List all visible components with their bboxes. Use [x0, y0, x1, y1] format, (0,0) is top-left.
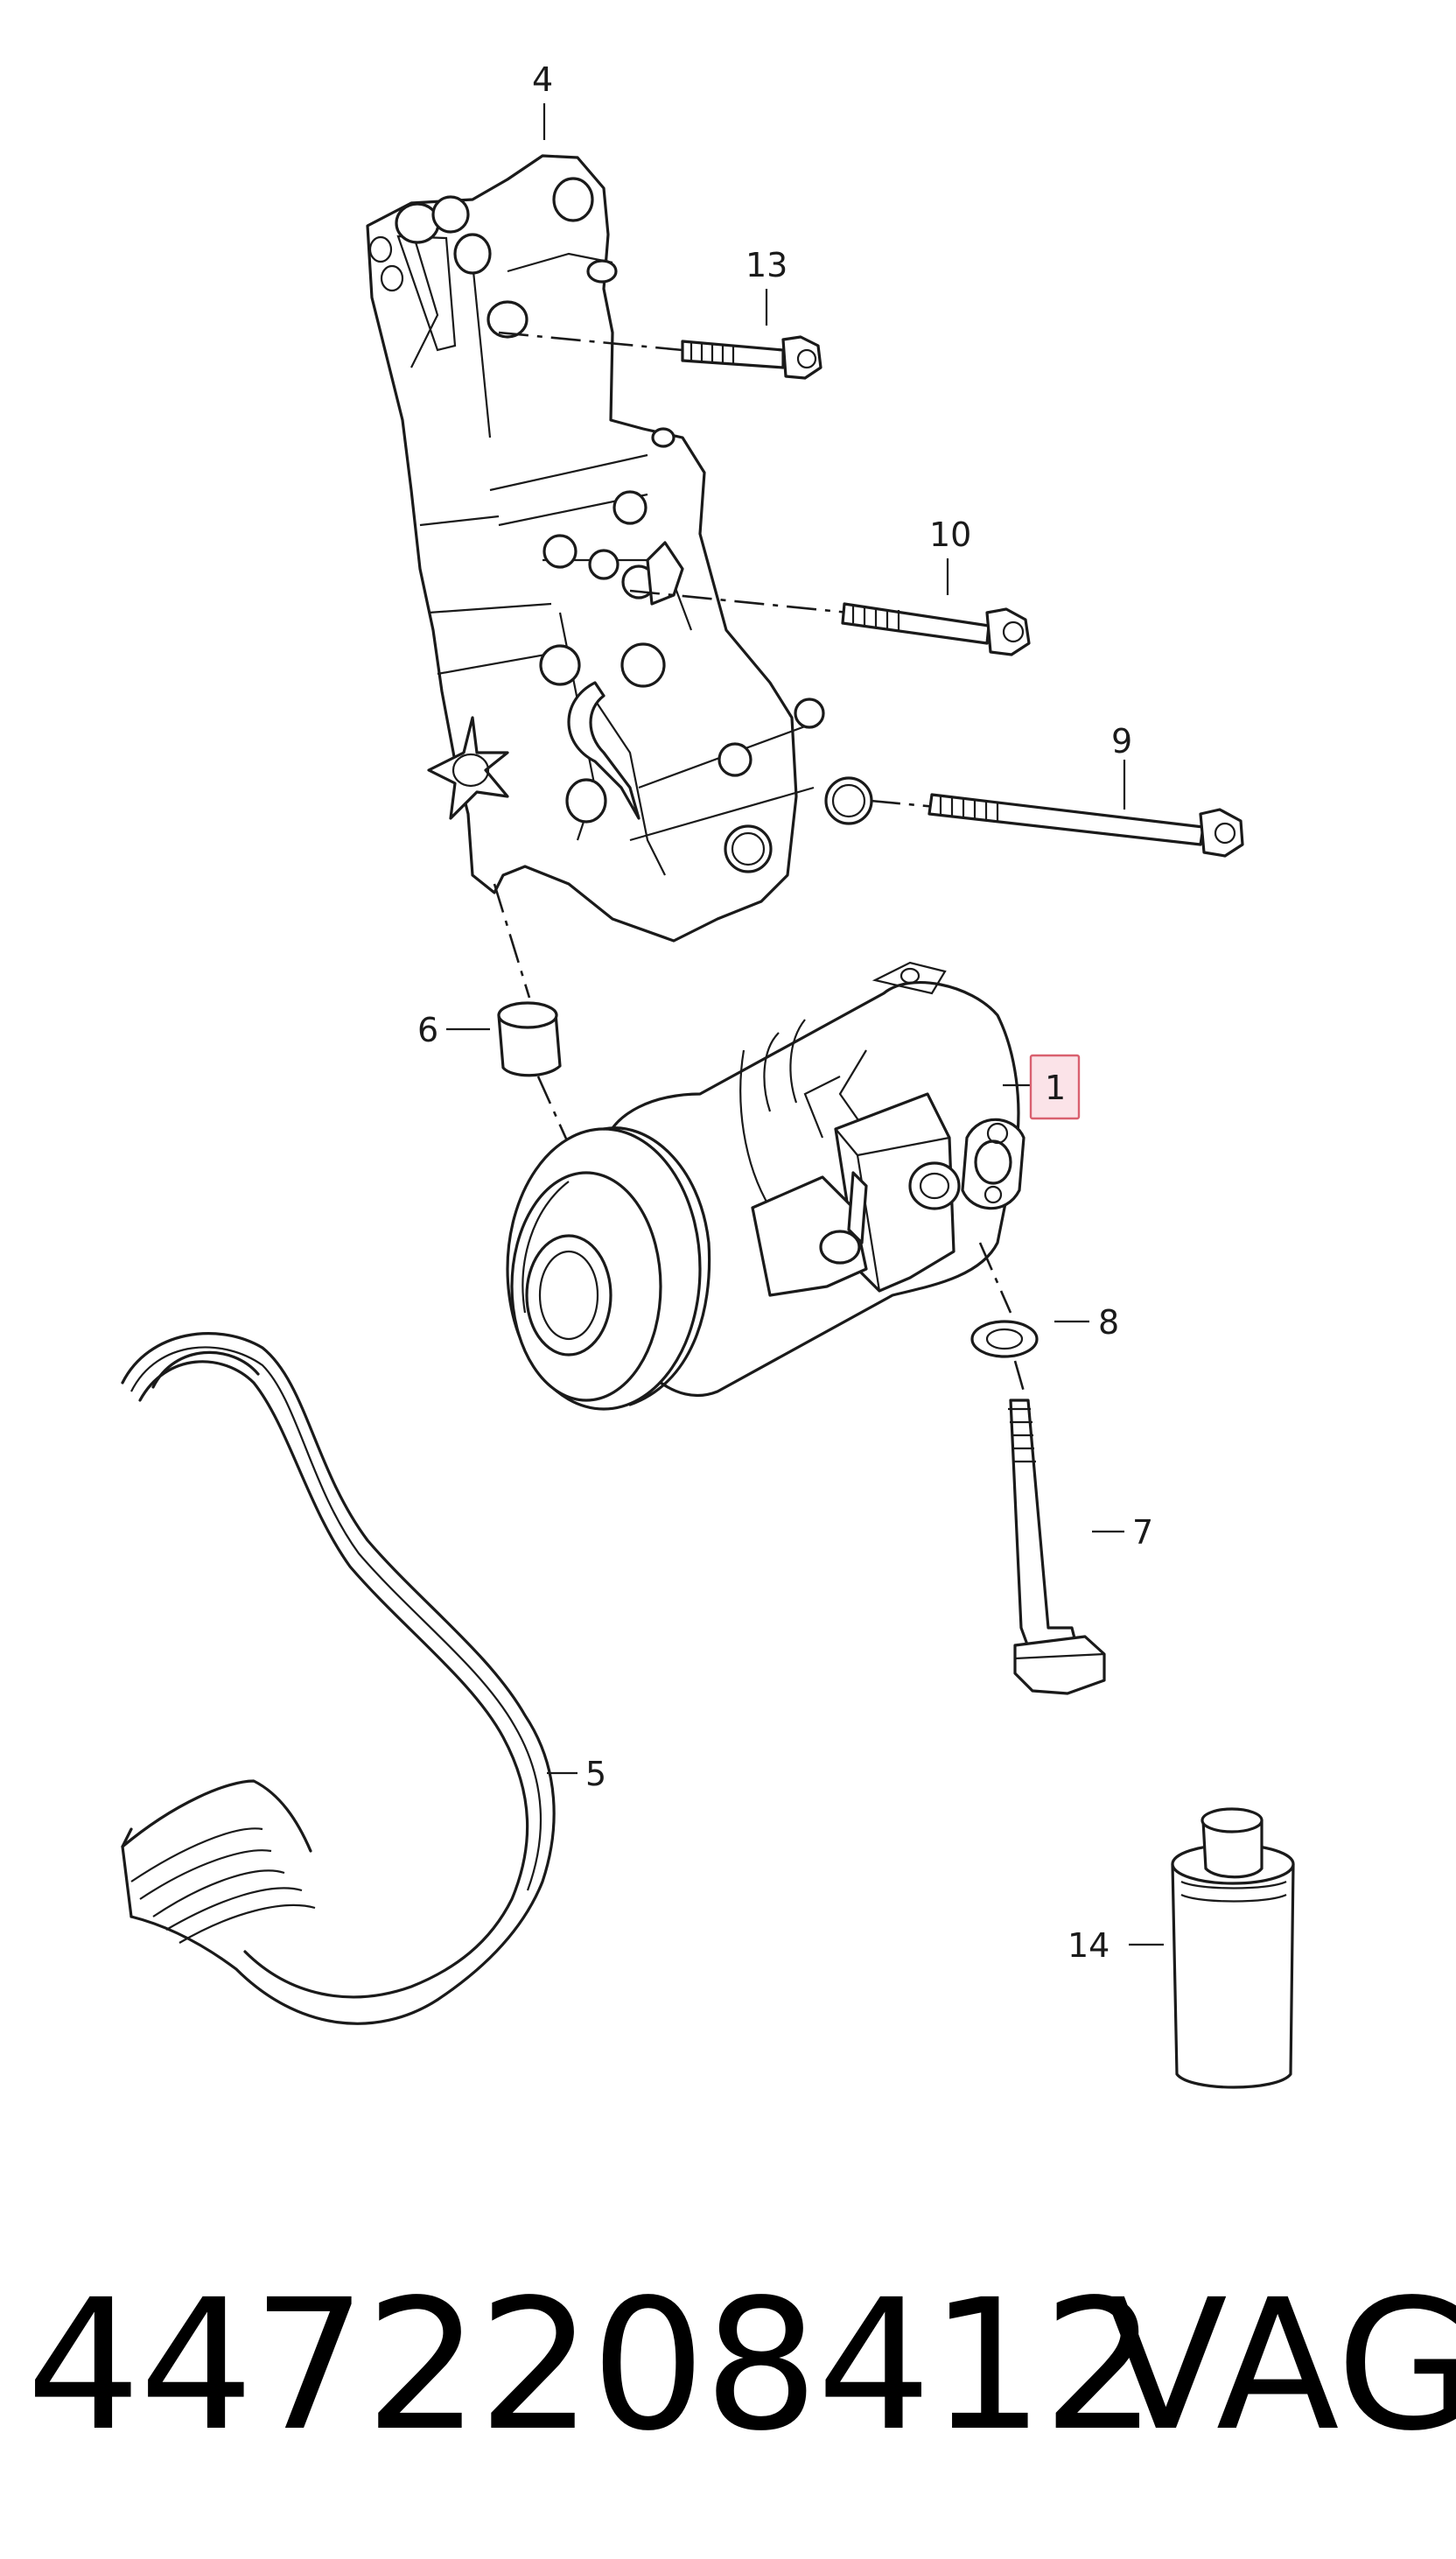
part-number: 4472208412 [26, 2261, 1158, 2471]
bolt-9 [870, 793, 1244, 858]
brand-name: VAG [1104, 2261, 1456, 2471]
washer-8 [970, 1320, 1039, 1358]
callout-8[interactable]: 8 [1098, 1303, 1119, 1342]
callout-1-highlight [1029, 1054, 1081, 1120]
bushing-6 [497, 1001, 562, 1077]
callout-4[interactable]: 4 [532, 60, 553, 99]
callout-5[interactable]: 5 [585, 1755, 606, 1793]
callout-6[interactable]: 6 [417, 1011, 438, 1049]
callout-9[interactable]: 9 [1111, 722, 1132, 761]
bolt-10 [629, 589, 1031, 656]
callout-14[interactable]: 14 [1068, 1926, 1110, 1965]
callout-10[interactable]: 10 [929, 515, 971, 554]
poly-v-belt-5 [121, 1332, 556, 2025]
mounting-bracket [366, 154, 873, 943]
callout-13[interactable]: 13 [746, 246, 788, 284]
callout-1[interactable]: 1 [1045, 1069, 1066, 1107]
bolt-7 [1008, 1399, 1106, 1695]
ac-compressor [506, 961, 1026, 1411]
refrigerant-oil-can-14 [1171, 1807, 1295, 2089]
callout-7[interactable]: 7 [1132, 1513, 1153, 1552]
bolt-13 [498, 331, 822, 380]
ac-compressor-exploded-diagram: 1 4 13 10 9 6 8 7 5 14 [121, 60, 1295, 2089]
